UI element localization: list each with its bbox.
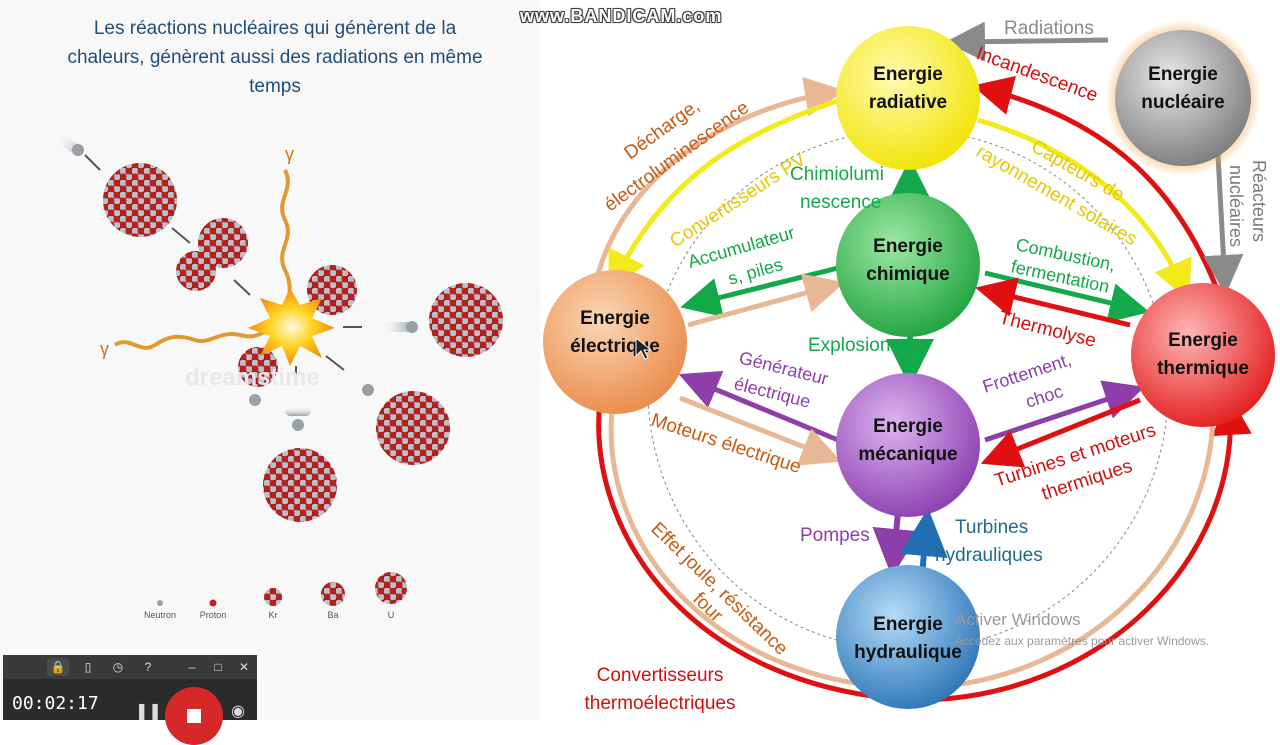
screenshot-camera-icon[interactable]: ◉ (231, 703, 245, 720)
close-icon[interactable]: ✕ (238, 660, 250, 674)
arrow-pompes (872, 511, 921, 577)
folder-icon[interactable]: ▯ (84, 660, 92, 674)
clock-icon[interactable]: ◷ (112, 660, 124, 674)
label-turbines-hydrauliques-1: Turbines (955, 517, 1028, 538)
node-energie-radiative: Energie radiative (836, 26, 980, 170)
maximize-icon[interactable]: □ (214, 660, 222, 674)
minimize-icon[interactable]: – (188, 660, 196, 674)
svg-text:Energie: Energie (873, 416, 943, 437)
arrow-convertisseurs-pv (608, 97, 841, 292)
fission-panel: Les réactions nucléaires qui génèrent de… (0, 0, 540, 720)
label-explosion: Explosion (808, 335, 890, 356)
arrow-turbines-hydrauliques (899, 508, 948, 576)
label-chimiolumi-1: Chimiolumi (790, 164, 884, 185)
svg-text:Energie: Energie (1168, 330, 1238, 351)
legend-ba: Ba (327, 610, 338, 620)
stop-button[interactable] (165, 687, 223, 745)
nucleus-small-1 (198, 218, 248, 268)
svg-text:mécanique: mécanique (858, 444, 957, 465)
svg-text:thermique: thermique (1157, 358, 1249, 379)
svg-text:nucléaire: nucléaire (1141, 92, 1224, 113)
label-incandescence: Incandescence (973, 43, 1100, 106)
stock-watermark: dreamstime (185, 364, 320, 391)
label-convertisseurs-thermo-1: Convertisseurs (597, 665, 724, 686)
gamma-label-left: γ (100, 339, 109, 359)
legend-kr: Kr (269, 610, 278, 620)
svg-text:Energie: Energie (873, 64, 943, 85)
node-energie-chimique: Energie chimique (836, 193, 980, 337)
svg-text:Energie: Energie (873, 236, 943, 257)
arrow-electrolyse (687, 273, 845, 328)
arrow-reacteurs (1203, 154, 1244, 295)
windows-activation-title: Activer Windows (955, 610, 1081, 629)
fission-caption: Les réactions nucléaires qui génèrent de… (67, 18, 483, 97)
arrow-thermolyse (975, 277, 1131, 328)
arrow-radiations (945, 21, 1109, 62)
label-chimiolumi-2: nescence (800, 192, 881, 213)
help-icon[interactable]: ? (144, 660, 152, 674)
windows-activation-subtitle: Accédez aux paramètres pour activer Wind… (955, 634, 1210, 648)
legend-neutron: Neutron (144, 610, 176, 620)
arrow-moteurs-electrique (679, 395, 842, 466)
fission-legend: Neutron Proton Kr Ba U (144, 572, 407, 620)
label-pompes: Pompes (800, 525, 870, 546)
label-turbines-hydrauliques-2: hydrauliques (935, 545, 1043, 566)
recorder-widget: 🔒 ▯ ◷ ? – □ ✕ 00:02:17 ❚❚ ◉ (3, 655, 257, 745)
label-moteurs-electrique: Moteurs électrique (648, 410, 803, 478)
nucleus-fragment-2 (238, 347, 278, 387)
svg-text:Energie: Energie (1148, 64, 1218, 85)
nucleus-krypton (376, 391, 450, 465)
label-reacteurs-1: Réacteurs (1249, 160, 1269, 242)
fission-illustration: γ γ dreamstime Neutron Proton Kr Ba U (56, 134, 503, 620)
gamma-label-top: γ (285, 144, 294, 164)
svg-text:Energie: Energie (580, 308, 650, 329)
mouse-cursor-icon (635, 336, 653, 360)
node-energie-electrique: Energie électrique (543, 270, 687, 414)
legend-proton: Proton (200, 610, 227, 620)
svg-text:hydraulique: hydraulique (854, 642, 962, 663)
node-energie-hydraulique: Energie hydraulique (836, 565, 980, 709)
label-reacteurs-2: nucléaires (1226, 165, 1246, 247)
nucleus-product (263, 448, 337, 522)
nucleus-uranium (103, 163, 177, 237)
arrow-capteurs (977, 117, 1192, 302)
arrow-turbines-moteurs (980, 397, 1141, 468)
explosion-flash (248, 288, 335, 366)
recorder-toolbar: 🔒 ▯ ◷ ? – □ ✕ (3, 655, 257, 679)
stop-icon (187, 709, 201, 723)
arrow-decharge (592, 76, 845, 286)
energy-diagram: Energie radiative Energie nucléaire Ener… (543, 18, 1275, 714)
pause-button[interactable]: ❚❚ (135, 703, 162, 720)
node-energie-nucleaire: Energie nucléaire (1105, 20, 1261, 176)
label-radiations: Radiations (1004, 18, 1094, 39)
lock-icon[interactable]: 🔒 (47, 658, 69, 676)
neutron-streaks (56, 134, 418, 431)
arrow-incandescence (972, 75, 1223, 298)
node-energie-thermique: Energie thermique (1131, 283, 1275, 427)
label-convertisseurs-thermo-2: thermoélectriques (584, 693, 735, 714)
svg-text:Energie: Energie (873, 614, 943, 635)
particle-arrows (84, 154, 362, 384)
bandicam-watermark: www.BANDICAM.com (520, 6, 723, 26)
label-frottement-2: choc (1023, 381, 1065, 412)
svg-text:radiative: radiative (869, 92, 947, 113)
recording-timer: 00:02:17 (12, 693, 99, 714)
nucleus-small-2 (176, 251, 216, 291)
gamma-wave-left (113, 326, 281, 350)
nucleus-barium (429, 283, 503, 357)
node-energie-mecanique: Energie mécanique (836, 373, 980, 517)
svg-text:chimique: chimique (866, 264, 949, 285)
legend-u: U (388, 610, 395, 620)
